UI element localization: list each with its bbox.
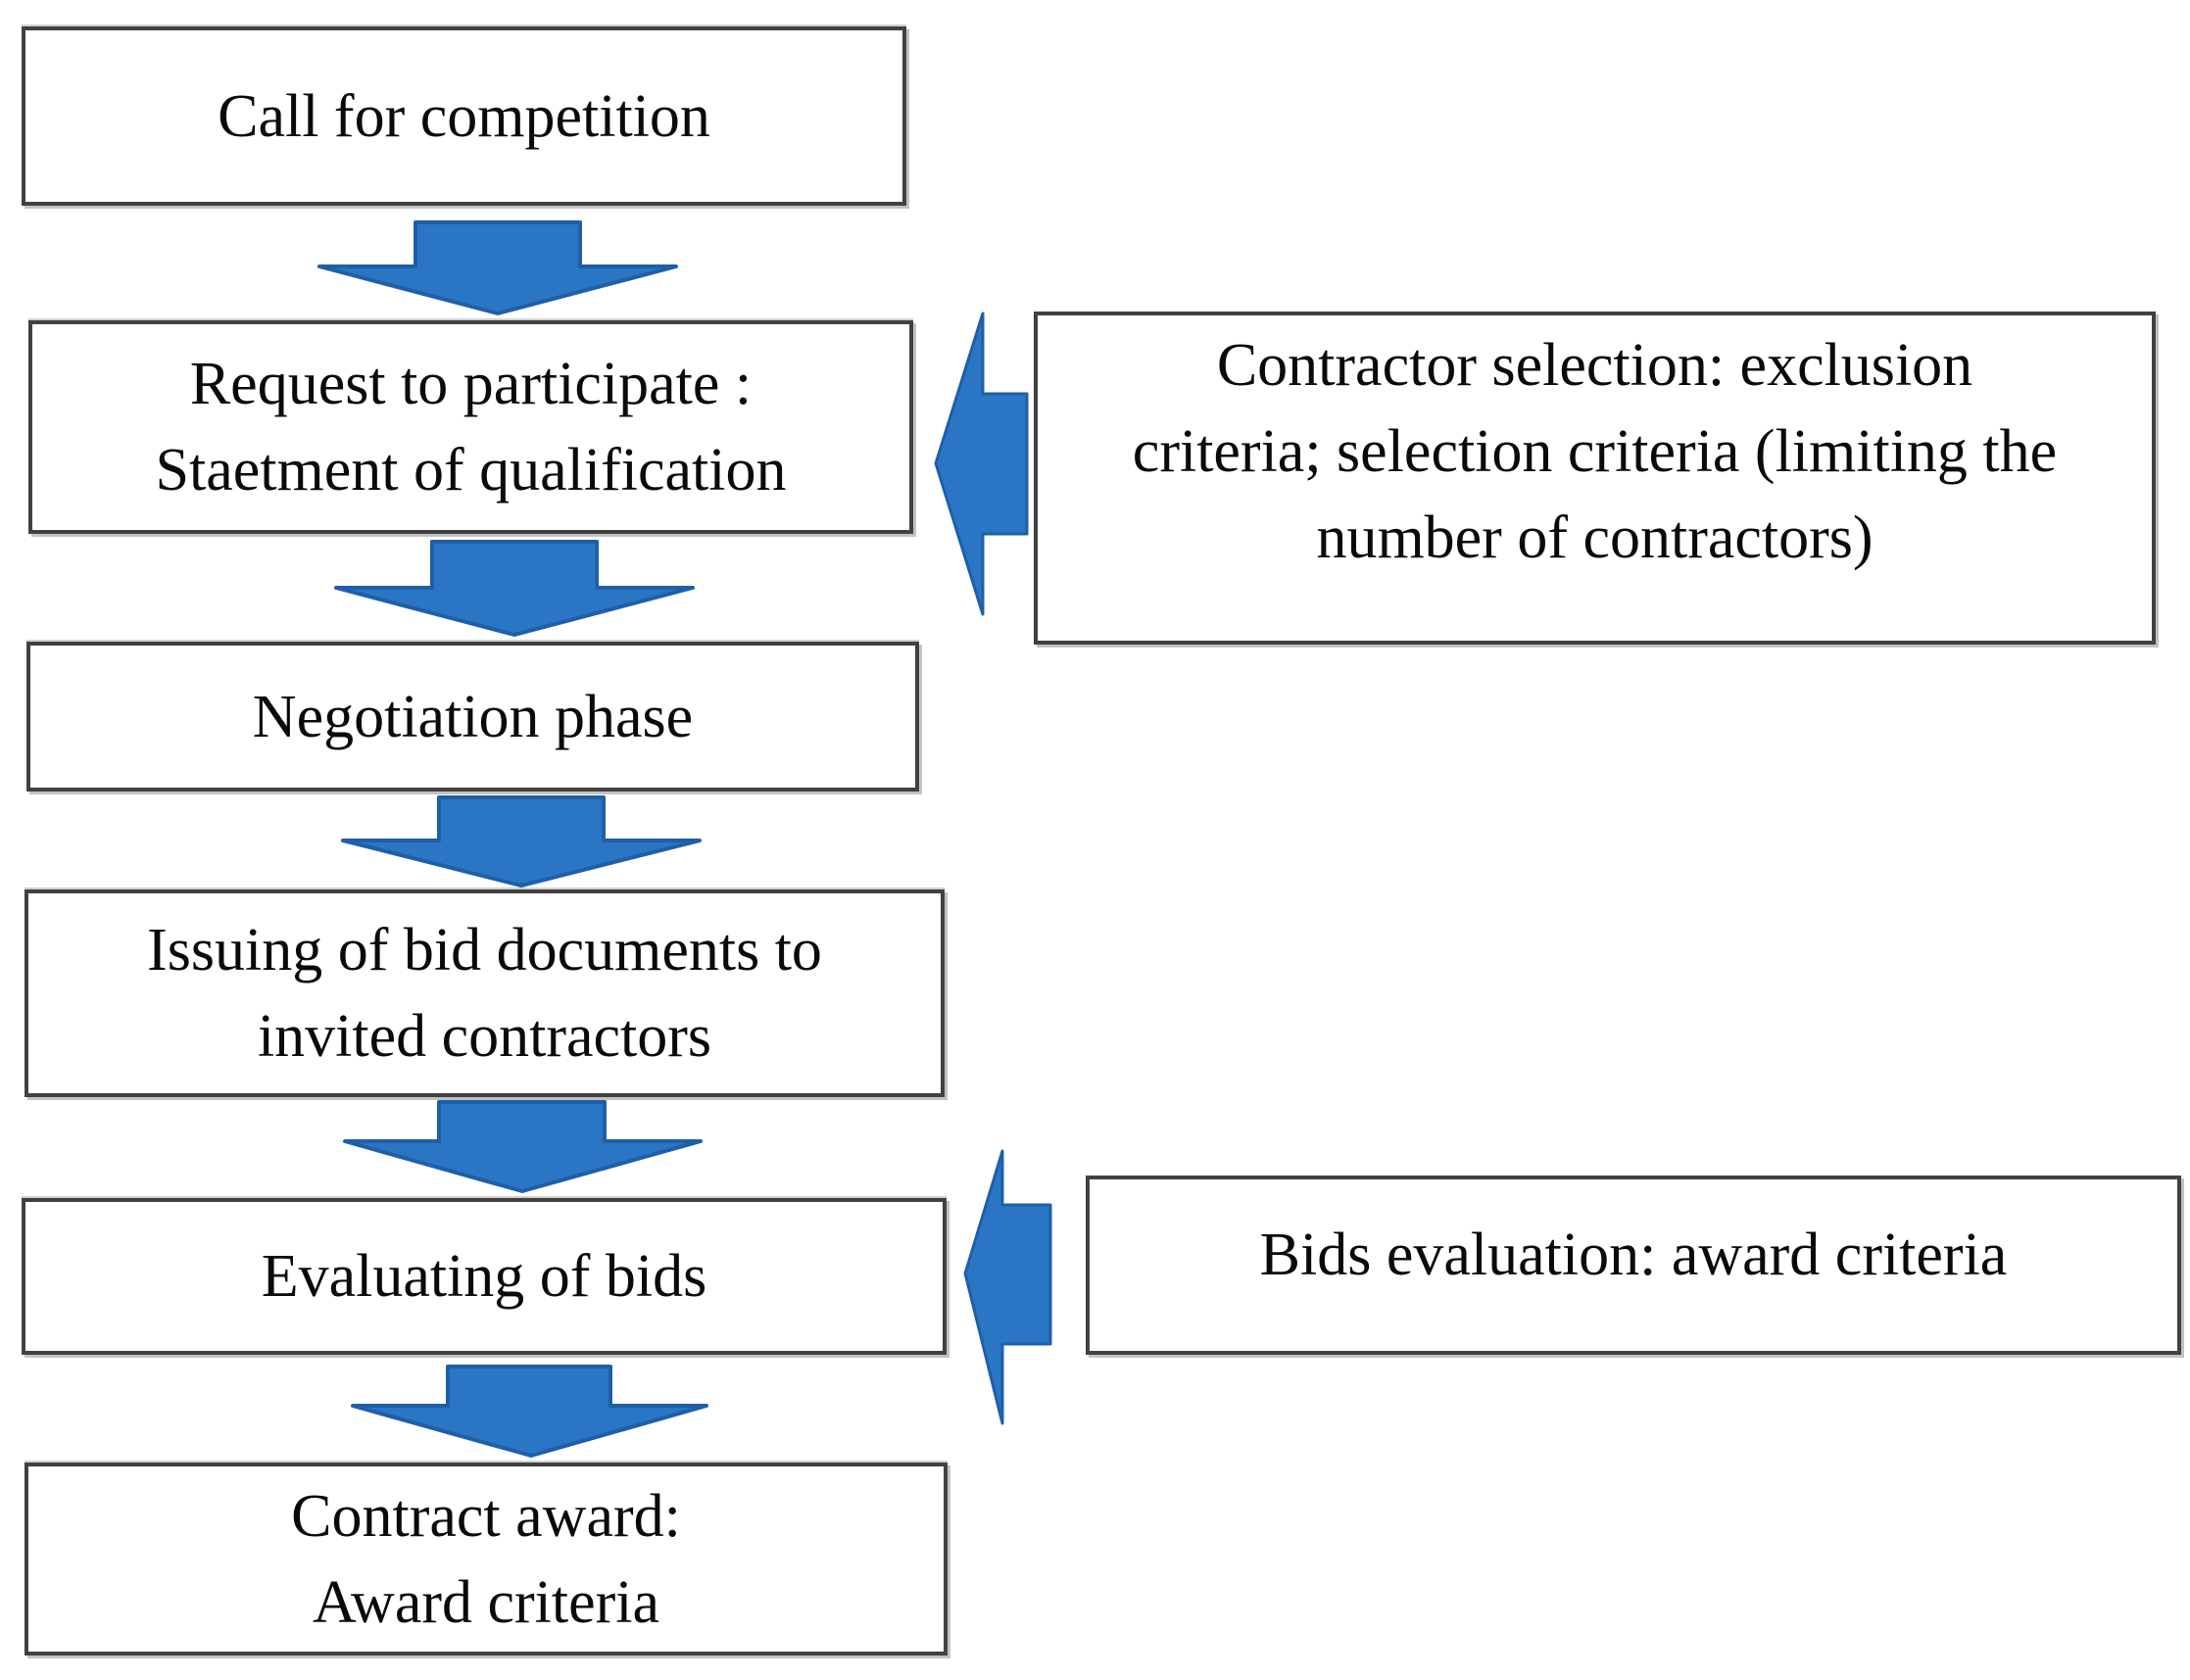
annotation-text: number of contractors) [1316,504,1874,571]
down-arrow-icon [341,795,702,888]
step-label: Request to participate : [189,351,753,417]
step-box-negotiation-phase: Negotiation phase [26,642,919,792]
step-label: Issuing of bid documents to [147,917,822,984]
step-box-issuing-bid-documents: Issuing of bid documents to invited cont… [24,889,945,1097]
step-label: Evaluating of bids [261,1243,707,1310]
step-box-request-to-participate: Request to participate : Staetment of qu… [28,320,913,534]
annotation-box-contractor-selection: Contractor selection: exclusion criteria… [1034,312,2156,645]
annotation-text: Contractor selection: exclusion [1216,331,1973,399]
step-label: Award criteria [312,1568,660,1636]
down-arrow-icon [351,1365,708,1458]
step-box-contract-award: Contract award: Award criteria [24,1463,948,1656]
annotation-text: Bids evaluation: award criteria [1259,1221,2008,1288]
left-arrow-icon [934,312,1029,616]
down-arrow-icon [334,540,695,637]
annotation-text: criteria; selection criteria (limiting t… [1132,417,2058,485]
step-label: invited contractors [257,1003,712,1070]
annotation-box-bids-evaluation: Bids evaluation: award criteria [1086,1176,2181,1355]
step-label: Call for competition [218,82,710,150]
step-box-call-for-competition: Call for competition [22,26,906,206]
down-arrow-icon [343,1100,703,1193]
step-box-evaluating-of-bids: Evaluating of bids [22,1198,947,1355]
step-label: Contract award: [291,1482,681,1550]
step-label: Negotiation phase [252,683,694,750]
left-arrow-icon [963,1149,1052,1425]
down-arrow-icon [317,220,678,315]
step-label: Staetment of qualification [155,437,787,504]
